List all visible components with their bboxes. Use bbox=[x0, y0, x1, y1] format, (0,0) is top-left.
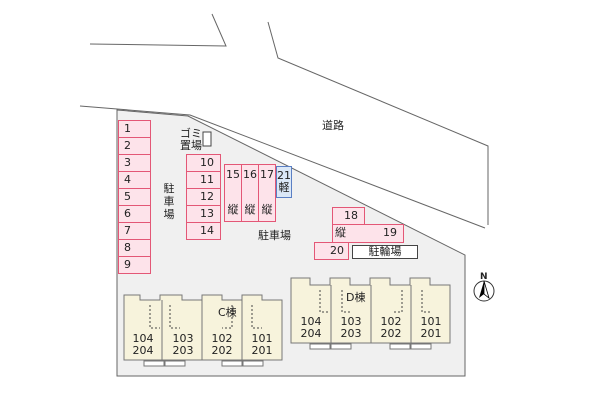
parking-space-17: 17 縦 bbox=[258, 164, 276, 222]
parking-space-14: 14 bbox=[186, 222, 221, 240]
parking-space-9: 9 bbox=[118, 256, 151, 274]
garbage-label-line2: 置場 bbox=[180, 139, 202, 152]
parking-space-19: 縦 19 bbox=[332, 224, 404, 243]
road-label: 道路 bbox=[322, 119, 344, 132]
building-d-label: D棟 bbox=[346, 291, 366, 304]
road-edge-east bbox=[267, 21, 489, 225]
parking-space-5: 5 bbox=[118, 188, 151, 206]
parking-space-13: 13 bbox=[186, 205, 221, 223]
building-c-label: C棟 bbox=[218, 306, 237, 319]
parking-space-2: 2 bbox=[118, 137, 151, 155]
parking-space-4: 4 bbox=[118, 171, 151, 189]
building-d bbox=[290, 277, 451, 350]
building-c bbox=[123, 294, 283, 367]
road-edge-west bbox=[89, 13, 227, 47]
parking-space-8: 8 bbox=[118, 239, 151, 257]
parking-space-3: 3 bbox=[118, 154, 151, 172]
compass-icon bbox=[473, 280, 495, 302]
bicycle-parking: 駐輪場 bbox=[352, 245, 418, 259]
parking-lot-label-vertical: 駐 車 場 bbox=[163, 182, 175, 221]
parking-space-1: 1 bbox=[118, 120, 151, 138]
compass-north-label: N bbox=[480, 272, 488, 282]
road-edge-south bbox=[79, 105, 486, 229]
parking-space-12: 12 bbox=[186, 188, 221, 206]
garbage-label-line1: ゴミ bbox=[180, 127, 202, 140]
parking-space-15: 15 縦 bbox=[224, 164, 242, 222]
parking-space-20: 20 bbox=[314, 242, 349, 260]
parking-space-21-kei: 21 軽 bbox=[276, 166, 292, 198]
parking-space-6: 6 bbox=[118, 205, 151, 223]
parking-lot-label: 駐車場 bbox=[258, 229, 291, 242]
parking-space-11: 11 bbox=[186, 171, 221, 189]
parking-space-7: 7 bbox=[118, 222, 151, 240]
parking-space-16: 16 縦 bbox=[241, 164, 259, 222]
parking-space-10: 10 bbox=[186, 154, 221, 172]
garbage-box bbox=[202, 131, 212, 147]
parking-space-18: 18 bbox=[332, 207, 365, 225]
